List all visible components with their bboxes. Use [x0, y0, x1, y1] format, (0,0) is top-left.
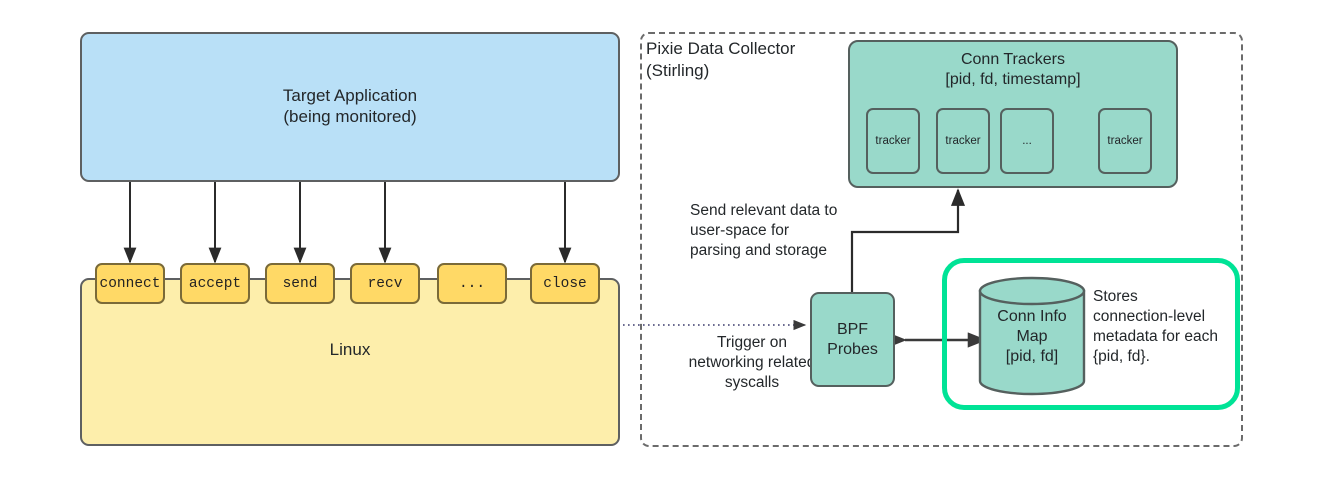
syscall-box-connect[interactable]: connect — [95, 263, 165, 304]
send-to-userspace-line1: Send relevant data to — [690, 202, 838, 219]
send-to-userspace-line2: user-space for — [690, 222, 790, 240]
syscall-label: send — [282, 275, 318, 292]
conn-trackers-title-line1: Conn Trackers — [960, 51, 1066, 68]
send-to-userspace-annotation: Send relevant data to user-space for par… — [690, 201, 880, 261]
syscall-label: connect — [99, 275, 161, 292]
conn-info-map-label: Conn Info Map [pid, fd] — [978, 307, 1086, 367]
tracker-item[interactable]: tracker — [1098, 108, 1152, 174]
trigger-line1: Trigger on — [716, 334, 788, 351]
trigger-annotation: Trigger on networking related syscalls — [668, 333, 836, 393]
conn-trackers-box: Conn Trackers [pid, fd, timestamp] track… — [848, 40, 1178, 188]
conn-info-map-cylinder: Conn Info Map [pid, fd] — [978, 276, 1086, 396]
target-application-box: Target Application (being monitored) — [80, 32, 620, 182]
trigger-line3: syscalls — [724, 374, 780, 392]
stores-line4: {pid, fd}. — [1093, 348, 1150, 366]
conn-info-map-highlight-panel — [942, 258, 1240, 410]
pixie-data-collector-panel — [640, 32, 1243, 447]
tracker-label: tracker — [1107, 134, 1143, 147]
syscall-box-send[interactable]: send — [265, 263, 335, 304]
conn-info-map-line1: Conn Info — [997, 308, 1067, 325]
stores-line1: Stores — [1093, 288, 1138, 305]
linux-label: Linux — [329, 340, 371, 359]
syscall-label: ... — [458, 275, 486, 292]
stores-line3: metadata for each — [1093, 328, 1218, 346]
collector-title: Pixie Data Collector (Stirling) — [646, 38, 886, 82]
syscall-box-ellipsis[interactable]: ... — [437, 263, 507, 304]
collector-title-line1: Pixie Data Collector — [646, 39, 796, 58]
bpf-probes-box: BPF Probes — [810, 292, 895, 387]
bpf-to-trackers-arrow — [850, 188, 966, 292]
conn-trackers-title-line2: [pid, fd, timestamp] — [945, 71, 1081, 89]
syscall-label: recv — [367, 275, 403, 292]
linux-box: Linux — [80, 278, 620, 446]
syscall-box-close[interactable]: close — [530, 263, 600, 304]
tracker-label: ... — [1022, 134, 1032, 147]
trigger-line2: networking related — [688, 354, 816, 372]
syscall-label: close — [543, 275, 587, 292]
collector-title-line2: (Stirling) — [646, 61, 710, 81]
tracker-item[interactable]: tracker — [866, 108, 920, 174]
tracker-item-ellipsis[interactable]: ... — [1000, 108, 1054, 174]
syscall-box-recv[interactable]: recv — [350, 263, 420, 304]
conn-info-map-line2: Map — [1016, 328, 1048, 346]
target-application-line1: Target Application — [282, 86, 418, 106]
stores-annotation: Stores connection-level metadata for eac… — [1093, 287, 1243, 368]
tracker-label: tracker — [875, 134, 911, 147]
target-application-line2: (being monitored) — [283, 107, 417, 126]
conn-info-map-line3: [pid, fd] — [1005, 348, 1059, 366]
conn-trackers-title: Conn Trackers [pid, fd, timestamp] — [850, 50, 1176, 91]
syscall-box-accept[interactable]: accept — [180, 263, 250, 304]
syscall-label: accept — [188, 275, 242, 292]
tracker-label: tracker — [945, 134, 981, 147]
tracker-item[interactable]: tracker — [936, 108, 990, 174]
bpf-probes-line2: Probes — [827, 340, 878, 358]
stores-line2: connection-level — [1093, 308, 1206, 326]
cylinder-shape-icon — [978, 276, 1086, 396]
send-to-userspace-line3: parsing and storage — [690, 242, 828, 260]
bpf-probes-line1: BPF — [836, 320, 869, 338]
app-to-syscall-arrows — [123, 182, 572, 264]
